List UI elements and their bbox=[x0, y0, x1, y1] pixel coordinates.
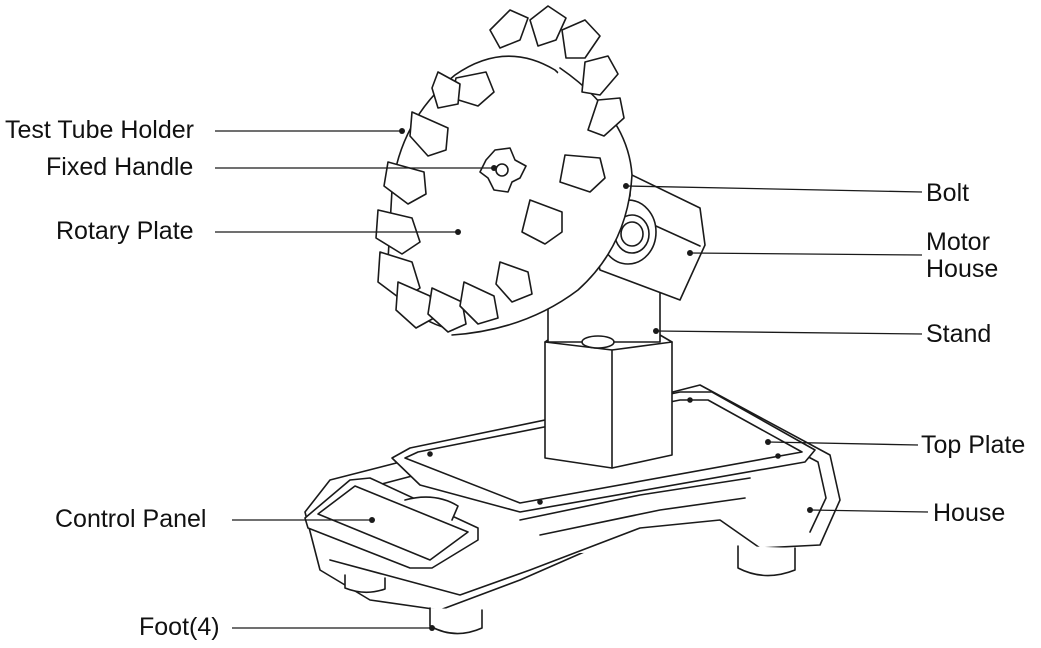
foot-right bbox=[737, 545, 796, 577]
foot-front bbox=[429, 607, 483, 635]
leader-motor-house bbox=[689, 252, 923, 256]
leader-lines bbox=[215, 130, 929, 629]
label-control-panel: Control Panel bbox=[55, 505, 207, 533]
label-bolt: Bolt bbox=[926, 179, 970, 207]
label-top-plate: Top Plate bbox=[921, 431, 1026, 459]
fixed-handle bbox=[479, 147, 527, 193]
leader-dots bbox=[369, 128, 813, 631]
leader-stand bbox=[655, 330, 923, 335]
rotary-plate bbox=[387, 55, 633, 336]
label-foot: Foot(4) bbox=[139, 613, 220, 641]
test-tube-holders bbox=[375, 5, 625, 333]
foot-left bbox=[344, 574, 386, 594]
label-motor-house-line2: House bbox=[926, 255, 999, 283]
leader-house bbox=[809, 509, 929, 513]
label-fixed-handle: Fixed Handle bbox=[46, 153, 194, 181]
label-motor-house-line1: Motor bbox=[926, 228, 990, 256]
label-rotary-plate: Rotary Plate bbox=[56, 217, 194, 245]
label-stand: Stand bbox=[926, 320, 992, 348]
leader-top-plate bbox=[767, 441, 919, 446]
leader-bolt bbox=[625, 185, 923, 193]
control-panel bbox=[304, 477, 479, 569]
feet bbox=[344, 545, 796, 635]
label-test-tube-holder: Test Tube Holder bbox=[5, 116, 194, 144]
label-house: House bbox=[933, 499, 1006, 527]
